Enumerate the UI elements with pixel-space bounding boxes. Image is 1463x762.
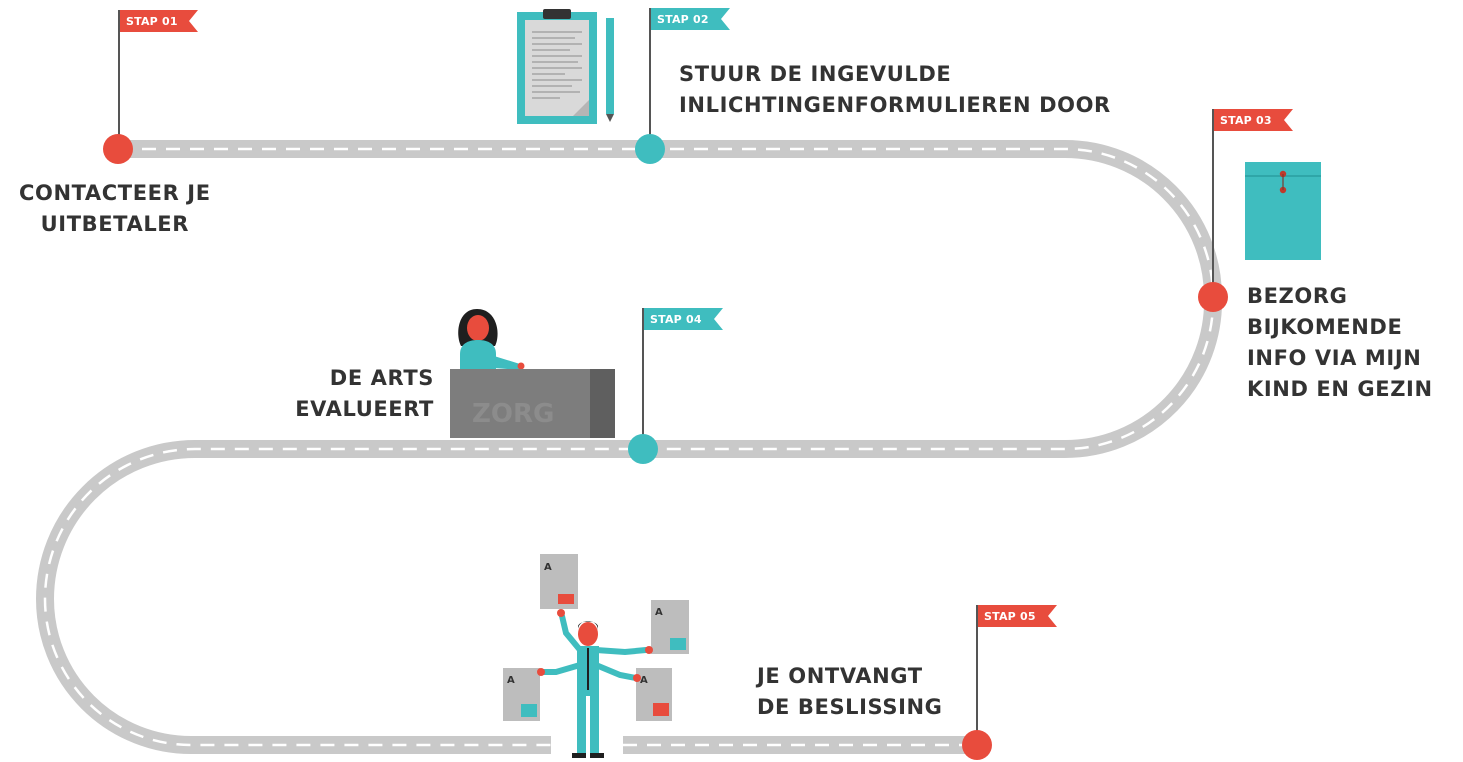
svg-text:A: A: [655, 607, 663, 618]
marker-step-3: [1198, 282, 1228, 312]
step-2-label: STUUR DE INGEVULDE INLICHTINGENFORMULIER…: [679, 59, 1111, 121]
step-3-line-4: KIND EN GEZIN: [1247, 377, 1433, 401]
step-3-line-1: BEZORG: [1247, 284, 1348, 308]
step-3-line-2: BIJKOMENDE: [1247, 315, 1403, 339]
svg-text:A: A: [507, 675, 515, 686]
man-with-documents-icon: A A A A: [503, 554, 689, 758]
marker-step-5: [962, 730, 992, 760]
document-left: A: [503, 668, 540, 721]
clipboard-form-icon: [517, 9, 614, 124]
document-right-bottom: A: [636, 668, 672, 721]
marker-step-1: [103, 134, 133, 164]
flag-label-step-3: STAP 03: [1220, 114, 1272, 127]
svg-text:A: A: [544, 562, 552, 573]
step-5-line-2: DE BESLISSING: [757, 695, 943, 719]
desk-text: ZORG: [472, 399, 554, 429]
step-markers: [103, 134, 1228, 760]
step-4-line-1: DE ARTS: [329, 366, 434, 390]
desk: [450, 369, 615, 438]
flag-label-step-5: STAP 05: [984, 610, 1036, 623]
flag-label-step-4: STAP 04: [650, 313, 702, 326]
step-5-label: JE ONTVANGT DE BESLISSING: [757, 661, 943, 723]
step-1-line-2: UITBETALER: [40, 212, 190, 236]
marker-step-4: [628, 434, 658, 464]
marker-step-2: [635, 134, 665, 164]
flag-label-step-2: STAP 02: [657, 13, 709, 26]
step-4-label: DE ARTS EVALUEERT: [295, 363, 434, 425]
flag-poles: [118, 8, 1214, 745]
step-1-label: CONTACTEER JE UITBETALER: [19, 178, 211, 240]
step-2-line-1: STUUR DE INGEVULDE: [679, 62, 952, 86]
step-5-line-1: JE ONTVANGT: [757, 664, 923, 688]
step-1-line-1: CONTACTEER JE: [19, 181, 211, 205]
svg-text:A: A: [640, 675, 648, 686]
flag-label-step-1: STAP 01: [126, 15, 178, 28]
flag-step-3: STAP 03: [1214, 109, 1293, 131]
envelope-icon: [1245, 162, 1321, 260]
flag-step-2: STAP 02: [651, 8, 730, 30]
flag-step-4: STAP 04: [644, 308, 723, 330]
step-3-label: BEZORG BIJKOMENDE INFO VIA MIJN KIND EN …: [1247, 281, 1433, 405]
document-top: A: [540, 554, 578, 609]
step-4-line-2: EVALUEERT: [295, 397, 434, 421]
step-2-line-2: INLICHTINGENFORMULIEREN DOOR: [679, 93, 1111, 117]
document-right-top: A: [651, 600, 689, 654]
flag-step-1: STAP 01: [120, 10, 198, 32]
step-3-line-3: INFO VIA MIJN: [1247, 346, 1422, 370]
doctor-desk-icon: ZORG: [450, 309, 615, 438]
flag-step-5: STAP 05: [978, 605, 1057, 627]
